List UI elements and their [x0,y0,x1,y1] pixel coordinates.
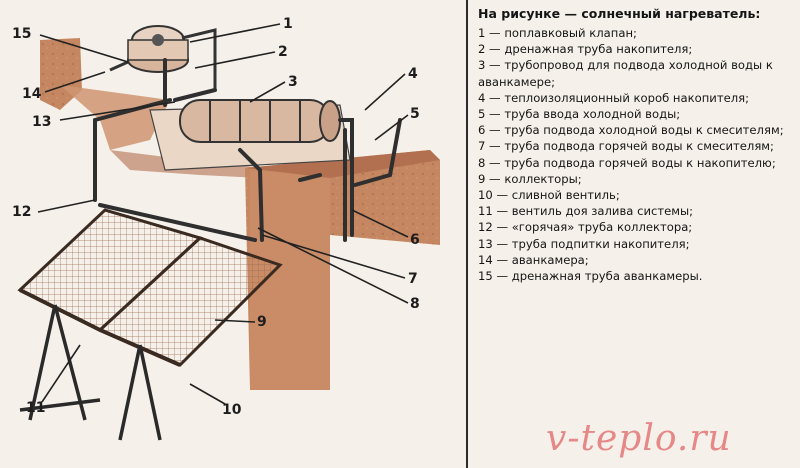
collectors [17,208,283,367]
watermark-text: v-teplo.ru [546,418,732,459]
callout-7: 7 [408,271,418,287]
callout-15: 15 [12,26,31,42]
callout-8: 8 [410,296,420,312]
callout-2: 2 [278,44,288,60]
brick-wall-side [250,170,330,390]
legend-item: 4 — теплоизоляционный короб накопителя; [478,90,749,105]
legend-item: 8 — труба подвода горячей воды к накопит… [478,155,776,170]
panel-divider [466,0,468,468]
legend-item: 5 — труба ввода холодной воды; [478,107,681,122]
callout-1: 1 [283,16,293,32]
callout-12: 12 [12,204,31,220]
chimney [40,38,82,110]
callout-3: 3 [288,74,298,90]
legend-item: 13 — труба подпитки накопителя; [478,236,690,251]
callout-11: 11 [26,400,45,416]
forechamber [109,25,217,90]
legend-item: 9 — коллекторы; [478,171,582,186]
collector-stand [19,304,162,441]
legend-item: 14 — аванкамера; [478,252,589,267]
legend-title: На рисунке — солнечный нагреватель: [478,6,761,21]
legend-item: 6 — труба подвода холодной воды к смесит… [478,123,784,138]
legend-item: 2 — дренажная труба накопителя; [478,42,693,57]
roof-shade [60,85,170,150]
callout-6: 6 [410,232,420,248]
legend-item: 12 — «горячая» труба коллектора; [478,220,693,235]
storage-tank [149,99,351,171]
callout-5: 5 [410,106,420,122]
solar-heater-drawing: 1 2 3 4 5 6 7 8 9 10 11 12 13 14 15 [12,16,440,441]
pipes [93,58,402,242]
legend-item: 11 — вентиль доя залива системы; [478,204,694,219]
leader-lines [37,23,409,405]
legend-item: 7 — труба подвода горячей воды к смесите… [478,139,774,154]
callout-14: 14 [22,86,42,102]
legend-item: 3 — трубопровод для подвода холодной вод… [478,58,773,89]
legend-list: 1 — поплавковый клапан; 2 — дренажная тр… [478,25,792,284]
legend-panel: На рисунке — солнечный нагреватель: 1 — … [478,6,792,426]
legend-item: 10 — сливной вентиль; [478,188,620,203]
callout-4: 4 [408,66,418,82]
callout-9: 9 [257,314,267,330]
legend-item: 15 — дренажная труба аванкамеры. [478,269,703,284]
callout-10: 10 [222,402,242,418]
legend-item: 1 — поплавковый клапан; [478,26,637,40]
callout-13: 13 [32,114,51,130]
